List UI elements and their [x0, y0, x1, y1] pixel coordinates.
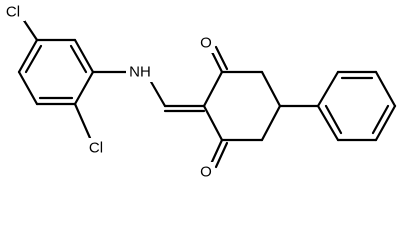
carbonyl-bottom-inner [214, 141, 229, 169]
double-bond-inner [24, 44, 43, 74]
phenyl-ring [316, 70, 397, 142]
chemical-structure: Cl NH Cl O O [5, 3, 397, 181]
bond [17, 38, 39, 74]
atom-label-o-bottom: O [200, 164, 212, 181]
carbonyl-top-inner [214, 45, 229, 71]
double-bond-inner [371, 104, 390, 135]
bond [73, 70, 95, 106]
bond [260, 70, 282, 108]
bond [316, 104, 340, 142]
dichlorophenyl-ring [17, 38, 95, 106]
carbonyl-top [209, 48, 224, 74]
bond [202, 104, 224, 142]
bond [374, 70, 397, 108]
bond [202, 70, 224, 108]
carbonyl-bottom [209, 138, 224, 166]
bond [73, 38, 95, 74]
atom-label-o-top: O [200, 35, 212, 52]
double-bond-inner [69, 44, 88, 74]
bond [316, 70, 340, 108]
atom-label-nh: NH [129, 64, 151, 81]
atom-label-cl-top: Cl [6, 4, 20, 21]
bond [17, 70, 39, 106]
atom-label-cl-bottom: Cl [89, 140, 103, 157]
bond [260, 104, 282, 142]
bond-nh-ch [148, 78, 167, 108]
cyclohexanedione-ring [202, 70, 282, 142]
bond-cl-bottom [73, 102, 92, 140]
double-bond-inner [324, 104, 343, 135]
bond [374, 104, 397, 142]
